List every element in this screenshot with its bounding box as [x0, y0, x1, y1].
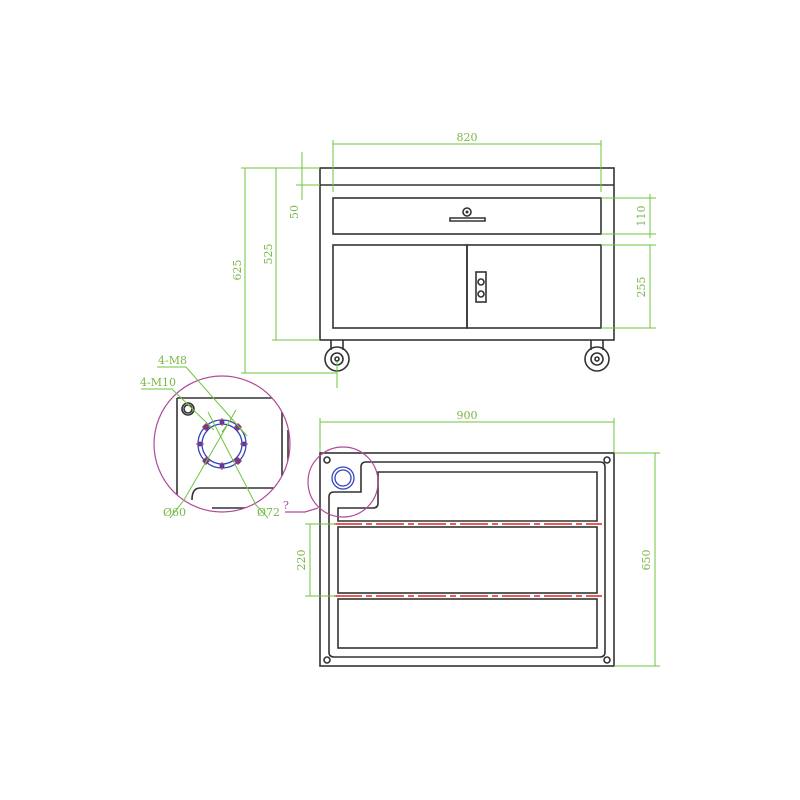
- dim-door-255: 255: [601, 244, 656, 329]
- right-door: [466, 244, 602, 329]
- bolt-label-m8: 4-M8: [158, 354, 187, 367]
- top-view: ?: [283, 446, 615, 667]
- detail-view: 4-M8 4-M10 Ø60 Ø72: [140, 354, 291, 519]
- drawer: [332, 197, 602, 235]
- dim-overall-625: 625: [231, 167, 338, 388]
- detail-callout-circle: [307, 446, 379, 518]
- dim-label: 625: [231, 260, 244, 281]
- dim-label: 110: [635, 206, 648, 227]
- callout-leader: [285, 507, 319, 513]
- dim-label: 820: [457, 131, 478, 144]
- dim-pitch-220: 220: [295, 523, 336, 597]
- top-inner-frame: [328, 461, 606, 658]
- dim-width-820: 820: [332, 131, 602, 192]
- front-view: [319, 167, 615, 372]
- diameter-label-72: Ø72: [257, 506, 280, 519]
- dim-label: 220: [295, 550, 308, 571]
- cabinet-body: [319, 167, 615, 341]
- diameter-label-60: Ø60: [163, 506, 186, 519]
- dim-width-900: 900: [319, 409, 615, 452]
- top-outer: [319, 452, 615, 667]
- dim-label: 255: [635, 277, 648, 298]
- callout-label: ?: [283, 499, 289, 512]
- mount-flange: [331, 466, 355, 490]
- dim-drawer-110: 110: [601, 194, 656, 238]
- corner-holes: [323, 456, 611, 664]
- dim-label: 50: [288, 205, 301, 219]
- dim-depth-650: 650: [614, 452, 660, 667]
- compartment-3: [337, 598, 598, 649]
- dim-top-50: 50: [288, 152, 320, 219]
- dim-label: 525: [262, 244, 275, 265]
- drawer-handle: [449, 207, 486, 222]
- left-door: [332, 244, 468, 329]
- door-lock: [475, 271, 487, 303]
- compartment-1: [337, 471, 598, 522]
- detail-circle: [153, 375, 291, 513]
- right-caster: [584, 340, 610, 372]
- bolt-label-m10: 4-M10: [140, 376, 176, 389]
- compartment-2: [337, 526, 598, 594]
- dim-label: 650: [640, 550, 653, 571]
- dim-label: 900: [457, 409, 478, 422]
- dim-body-525: 525: [262, 167, 320, 341]
